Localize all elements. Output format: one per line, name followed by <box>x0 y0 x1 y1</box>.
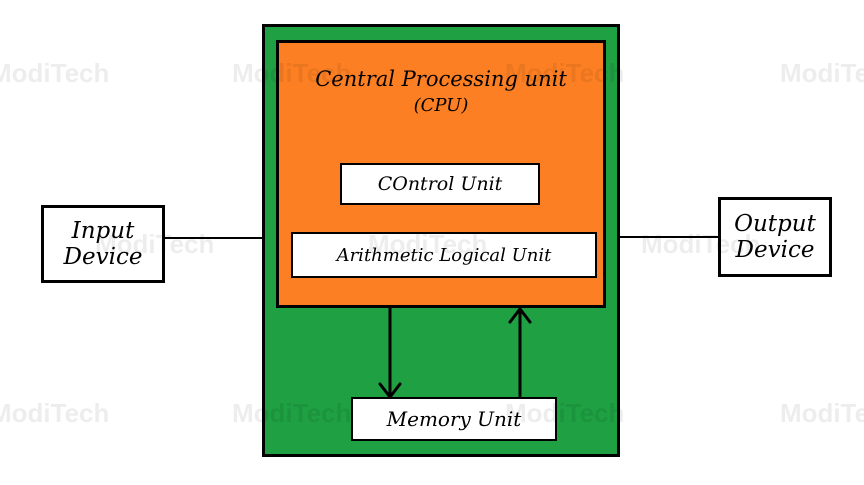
output-connector-line <box>620 236 718 238</box>
cpu-abbrev: (CPU) <box>413 95 469 116</box>
alu-label: Arithmetic Logical Unit <box>336 244 552 266</box>
input-device-box: Input Device <box>41 205 165 283</box>
control-unit-box: COntrol Unit <box>340 163 540 205</box>
input-connector-line <box>165 237 262 239</box>
output-device-line2: Device <box>735 237 815 263</box>
input-device-line1: Input <box>71 217 135 244</box>
memory-unit-label: Memory Unit <box>386 407 522 431</box>
down-arrow <box>378 306 402 400</box>
output-device-line1: Output <box>734 210 816 237</box>
cpu-title: Central Processing unit <box>315 67 567 91</box>
up-arrow <box>508 306 532 398</box>
alu-box: Arithmetic Logical Unit <box>291 232 597 278</box>
input-device-line2: Device <box>63 244 143 270</box>
memory-unit-box: Memory Unit <box>351 397 557 441</box>
control-unit-label: COntrol Unit <box>377 173 503 195</box>
output-device-box: Output Device <box>718 197 832 277</box>
